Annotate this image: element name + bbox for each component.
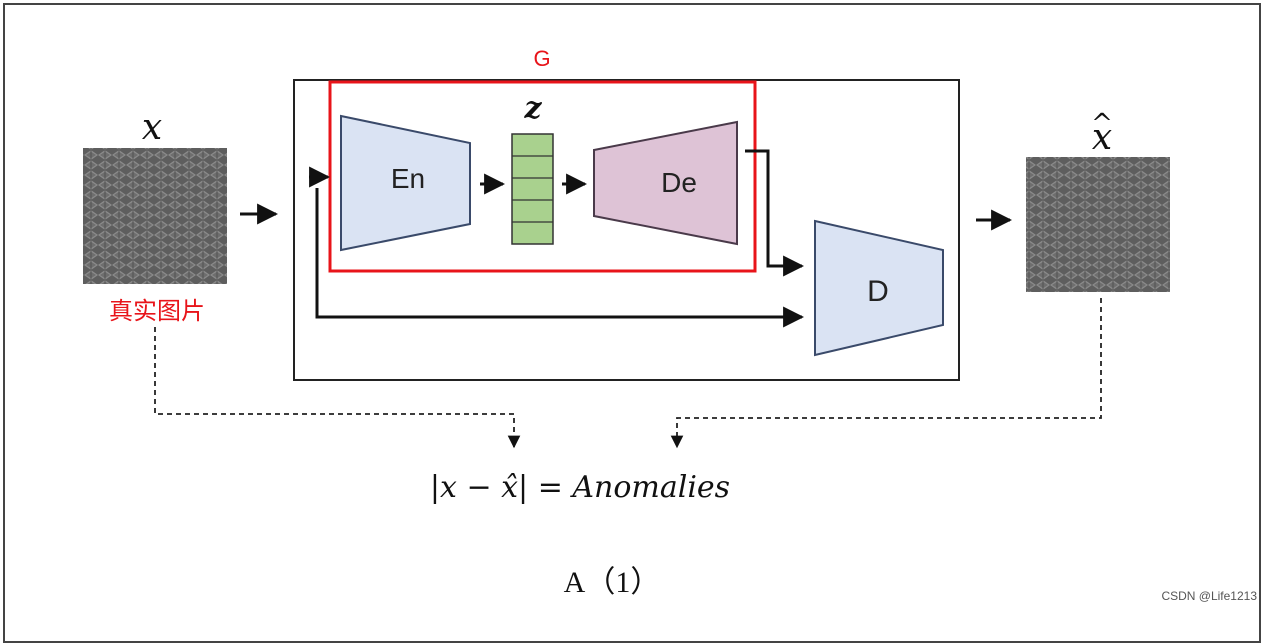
input-label: x: [142, 107, 162, 148]
encoder-block: [340, 114, 471, 252]
discriminator-label: D: [867, 275, 889, 308]
anomaly-formula: |x − x̂| = Anomalies: [430, 470, 730, 505]
output-hat: ^: [1091, 109, 1113, 139]
latent-label: z: [523, 91, 542, 126]
latent-vector: [511, 133, 554, 245]
input-caption: 真实图片: [109, 298, 205, 325]
encoder-label: En: [391, 163, 425, 194]
figure-caption: A（1）: [564, 566, 661, 599]
watermark: CSDN @Life1213: [1161, 589, 1257, 603]
dashed-input-to-formula: [154, 327, 521, 449]
gan-anomaly-diagram: x 真实图片 G En z De D x ^ |x − x̂| = Anomal…: [83, 46, 1170, 599]
input-image: [83, 148, 227, 284]
decoder-block: [593, 120, 738, 246]
arrow-decoder-to-discriminator: [745, 149, 805, 277]
dashed-output-to-formula: [670, 298, 1102, 449]
output-label: x: [1092, 117, 1112, 158]
decoder-label: De: [661, 167, 697, 198]
model-box: [293, 79, 960, 381]
generator-label: G: [533, 46, 550, 71]
discriminator-block: [814, 219, 944, 357]
output-image: [1026, 157, 1170, 292]
arrow-bypass-to-discriminator: [315, 188, 805, 328]
